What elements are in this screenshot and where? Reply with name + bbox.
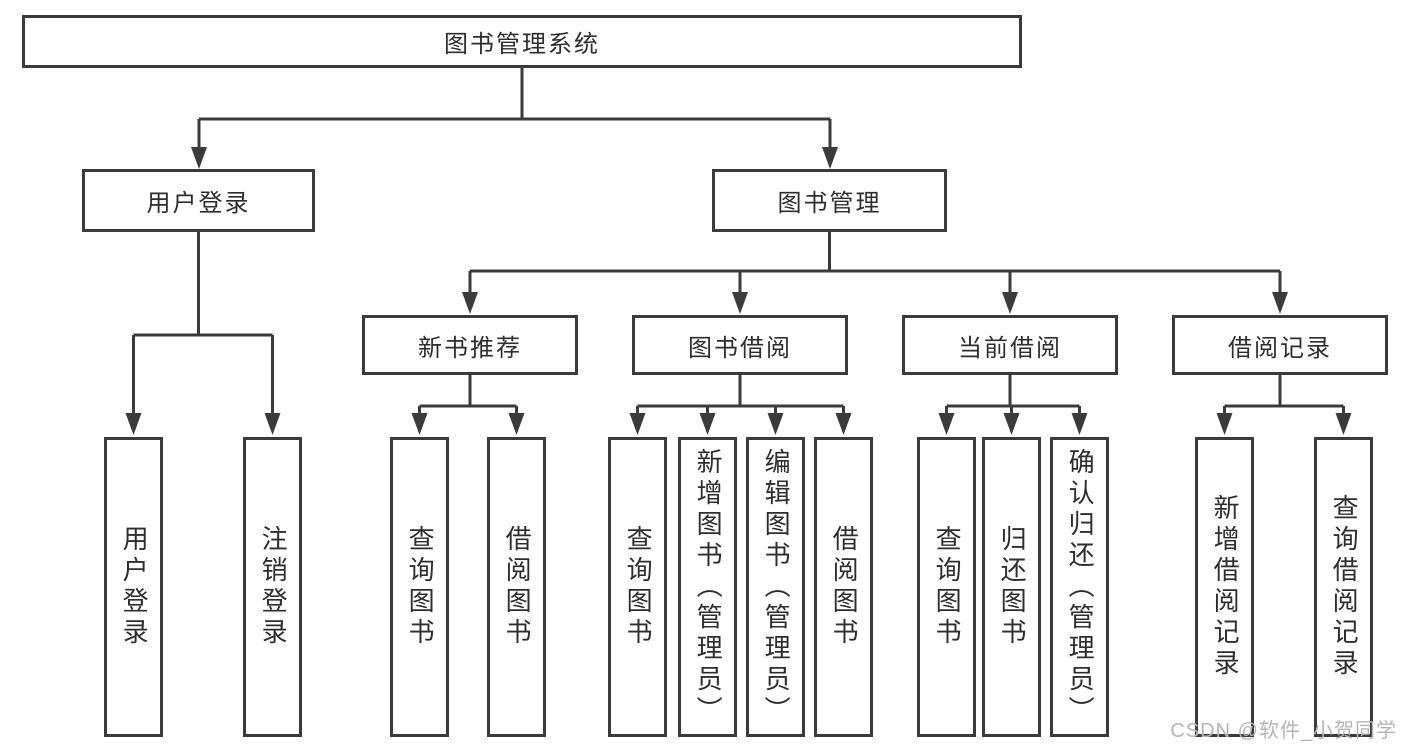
node-current-borrow-label: 当前借阅 xyxy=(958,334,1062,362)
leaf-borrow-borrow-label: 借阅图书 xyxy=(829,525,860,649)
leaf-newbooks-borrow-label: 借阅图书 xyxy=(502,525,533,649)
leaf-user-login: 用户登录 xyxy=(104,437,163,737)
node-book-borrow: 图书借阅 xyxy=(632,315,848,375)
leaf-user-login-label: 用户登录 xyxy=(119,525,150,649)
leaf-logout: 注销登录 xyxy=(243,437,302,737)
leaf-current-query: 查询图书 xyxy=(917,437,976,737)
node-borrow-records: 借阅记录 xyxy=(1172,315,1388,375)
leaf-records-add-label: 新增借阅记录 xyxy=(1210,494,1241,680)
leaf-newbooks-query-label: 查询图书 xyxy=(405,525,436,649)
node-root-label: 图书管理系统 xyxy=(444,31,600,58)
node-new-book-recommend-label: 新书推荐 xyxy=(418,334,522,362)
leaf-current-confirm-admin-label: 确认归还（管理员） xyxy=(1065,447,1096,727)
leaf-records-query-label: 查询借阅记录 xyxy=(1329,494,1360,680)
arrowheads xyxy=(125,147,1352,435)
node-book-management: 图书管理 xyxy=(712,169,947,232)
node-book-management-label: 图书管理 xyxy=(777,190,882,217)
csdn-watermark: CSDN @软件_小贺同学 xyxy=(1170,720,1397,742)
leaf-borrow-add-admin-label: 新增图书（管理员） xyxy=(693,447,724,727)
node-root: 图书管理系统 xyxy=(22,15,1022,68)
node-book-borrow-label: 图书借阅 xyxy=(688,334,792,362)
leaf-current-confirm-admin: 确认归还（管理员） xyxy=(1050,437,1109,737)
leaf-borrow-query: 查询图书 xyxy=(608,437,667,737)
leaf-borrow-edit-admin-label: 编辑图书（管理员） xyxy=(761,447,792,727)
node-borrow-records-label: 借阅记录 xyxy=(1228,334,1332,362)
leaf-newbooks-borrow: 借阅图书 xyxy=(487,437,546,737)
leaf-current-query-label: 查询图书 xyxy=(932,525,963,649)
leaf-logout-label: 注销登录 xyxy=(258,525,289,649)
leaf-records-add: 新增借阅记录 xyxy=(1195,437,1254,737)
leaf-newbooks-query: 查询图书 xyxy=(390,437,449,737)
leaf-borrow-borrow: 借阅图书 xyxy=(814,437,873,737)
node-new-book-recommend: 新书推荐 xyxy=(362,315,578,375)
leaf-borrow-add-admin: 新增图书（管理员） xyxy=(678,437,737,737)
leaf-borrow-query-label: 查询图书 xyxy=(623,525,654,649)
leaf-current-return-label: 归还图书 xyxy=(997,525,1028,649)
node-user-login: 用户登录 xyxy=(82,169,315,232)
leaf-borrow-edit-admin: 编辑图书（管理员） xyxy=(746,437,805,737)
node-current-borrow: 当前借阅 xyxy=(902,315,1118,375)
node-user-login-label: 用户登录 xyxy=(146,190,251,217)
leaf-records-query: 查询借阅记录 xyxy=(1314,437,1373,737)
leaf-current-return: 归还图书 xyxy=(982,437,1041,737)
